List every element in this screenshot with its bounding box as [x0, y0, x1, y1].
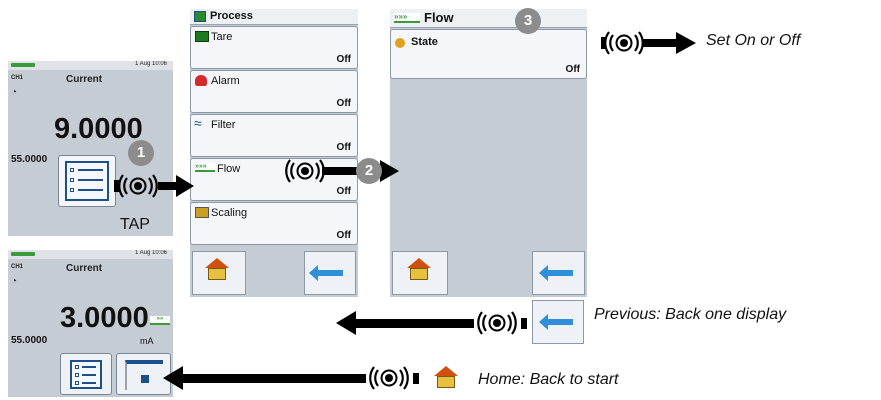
previous-button-graphic[interactable]: [532, 300, 584, 344]
unit-label: mA: [140, 336, 154, 346]
item-label: Scaling: [211, 207, 248, 219]
menu-item-state[interactable]: State Off: [390, 29, 587, 79]
item-value: Off: [565, 64, 580, 75]
channel-label: CH1: [11, 264, 24, 270]
list-menu-icon: [65, 161, 109, 201]
item-label: Alarm: [211, 75, 240, 87]
mode-label: Current: [66, 263, 103, 274]
caption-previous: Previous: Back one display: [594, 306, 787, 323]
process-menu-header: Process: [190, 9, 358, 25]
home-arrow: [163, 365, 419, 391]
home-softkey[interactable]: [192, 251, 246, 295]
back-softkey[interactable]: [304, 251, 356, 295]
status-bar: 1 Aug 10:06: [8, 61, 173, 70]
gauge-icon: ◔: [11, 87, 18, 98]
home-icon: [434, 366, 458, 388]
back-softkey[interactable]: [532, 251, 585, 295]
screen-layout-icon: [125, 360, 163, 390]
reading-value: 9.0000: [54, 113, 143, 145]
battery-icon: [11, 63, 35, 67]
item-value: Off: [336, 142, 351, 153]
home-button-graphic[interactable]: [428, 364, 464, 398]
back-arrow-icon: [539, 265, 573, 281]
secondary-value: 55.0000: [11, 154, 48, 165]
flow-chevrons-icon: »»»: [195, 163, 215, 172]
state-icon: [395, 38, 405, 48]
datetime: 1 Aug 10:06: [134, 61, 167, 67]
step-badge-1: 1: [128, 140, 154, 166]
menu-item-tare[interactable]: Tare Off: [190, 26, 358, 69]
battery-icon: [11, 252, 35, 256]
home-icon: [407, 258, 431, 280]
datetime: 1 Aug 10:06: [134, 250, 167, 256]
menu-item-scaling[interactable]: Scaling Off: [190, 202, 358, 245]
main-screen-bottom: 1 Aug 10:06 CH1 Current ◔ 3.0000 »» 55.0…: [8, 250, 173, 397]
previous-arrow: [336, 310, 527, 336]
filter-wave-icon: ≈: [194, 115, 202, 131]
step-badge-2: 2: [356, 158, 382, 184]
tare-icon: [195, 31, 209, 42]
menu-softkey[interactable]: [60, 353, 112, 395]
menu-title: Flow: [424, 10, 454, 25]
item-label: State: [411, 36, 438, 48]
process-icon: [194, 11, 206, 22]
channel-label: CH1: [11, 75, 24, 81]
gauge-icon: ◔: [11, 276, 18, 287]
empty-softkey: [450, 251, 530, 295]
home-softkey[interactable]: [392, 251, 448, 295]
caption-set-on-off: Set On or Off: [706, 32, 801, 49]
tap-arrow-3: [601, 30, 696, 56]
flow-indicator-icon: »»: [150, 316, 170, 325]
secondary-value: 55.0000: [11, 335, 48, 346]
process-menu-screen: Process Tare Off Alarm Off ≈ Filter Off …: [190, 9, 358, 297]
item-label: Flow: [217, 163, 241, 175]
scaling-icon: [195, 207, 209, 218]
status-bar: 1 Aug 10:06: [8, 250, 173, 259]
step-badge-3: 3: [515, 8, 541, 34]
empty-softkey: [248, 251, 302, 295]
list-menu-icon: [70, 360, 102, 389]
item-value: Off: [336, 54, 351, 65]
item-label: Filter: [211, 119, 236, 131]
item-value: Off: [336, 98, 351, 109]
menu-item-filter[interactable]: ≈ Filter Off: [190, 114, 358, 157]
flow-chevrons-icon: »»»: [394, 13, 420, 23]
flow-menu-screen: »»» Flow State Off: [390, 9, 587, 297]
back-arrow-icon: [309, 265, 343, 281]
item-value: Off: [336, 230, 351, 241]
caption-home: Home: Back to start: [478, 371, 619, 388]
menu-item-flow[interactable]: »»» Flow Off: [190, 158, 358, 201]
item-label: Tare: [211, 31, 233, 43]
tap-arrow-1: [114, 173, 194, 199]
reading-value: 3.0000: [60, 302, 149, 334]
tap-arrow-2: [285, 158, 399, 184]
tap-label: TAP: [120, 216, 150, 233]
item-value: Off: [336, 186, 351, 197]
mode-label: Current: [66, 74, 103, 85]
back-arrow-icon: [539, 314, 573, 330]
menu-title: Process: [210, 10, 253, 22]
menu-softkey[interactable]: [58, 155, 116, 207]
menu-item-alarm[interactable]: Alarm Off: [190, 70, 358, 113]
alarm-bell-icon: [195, 75, 207, 86]
home-icon: [205, 258, 229, 280]
